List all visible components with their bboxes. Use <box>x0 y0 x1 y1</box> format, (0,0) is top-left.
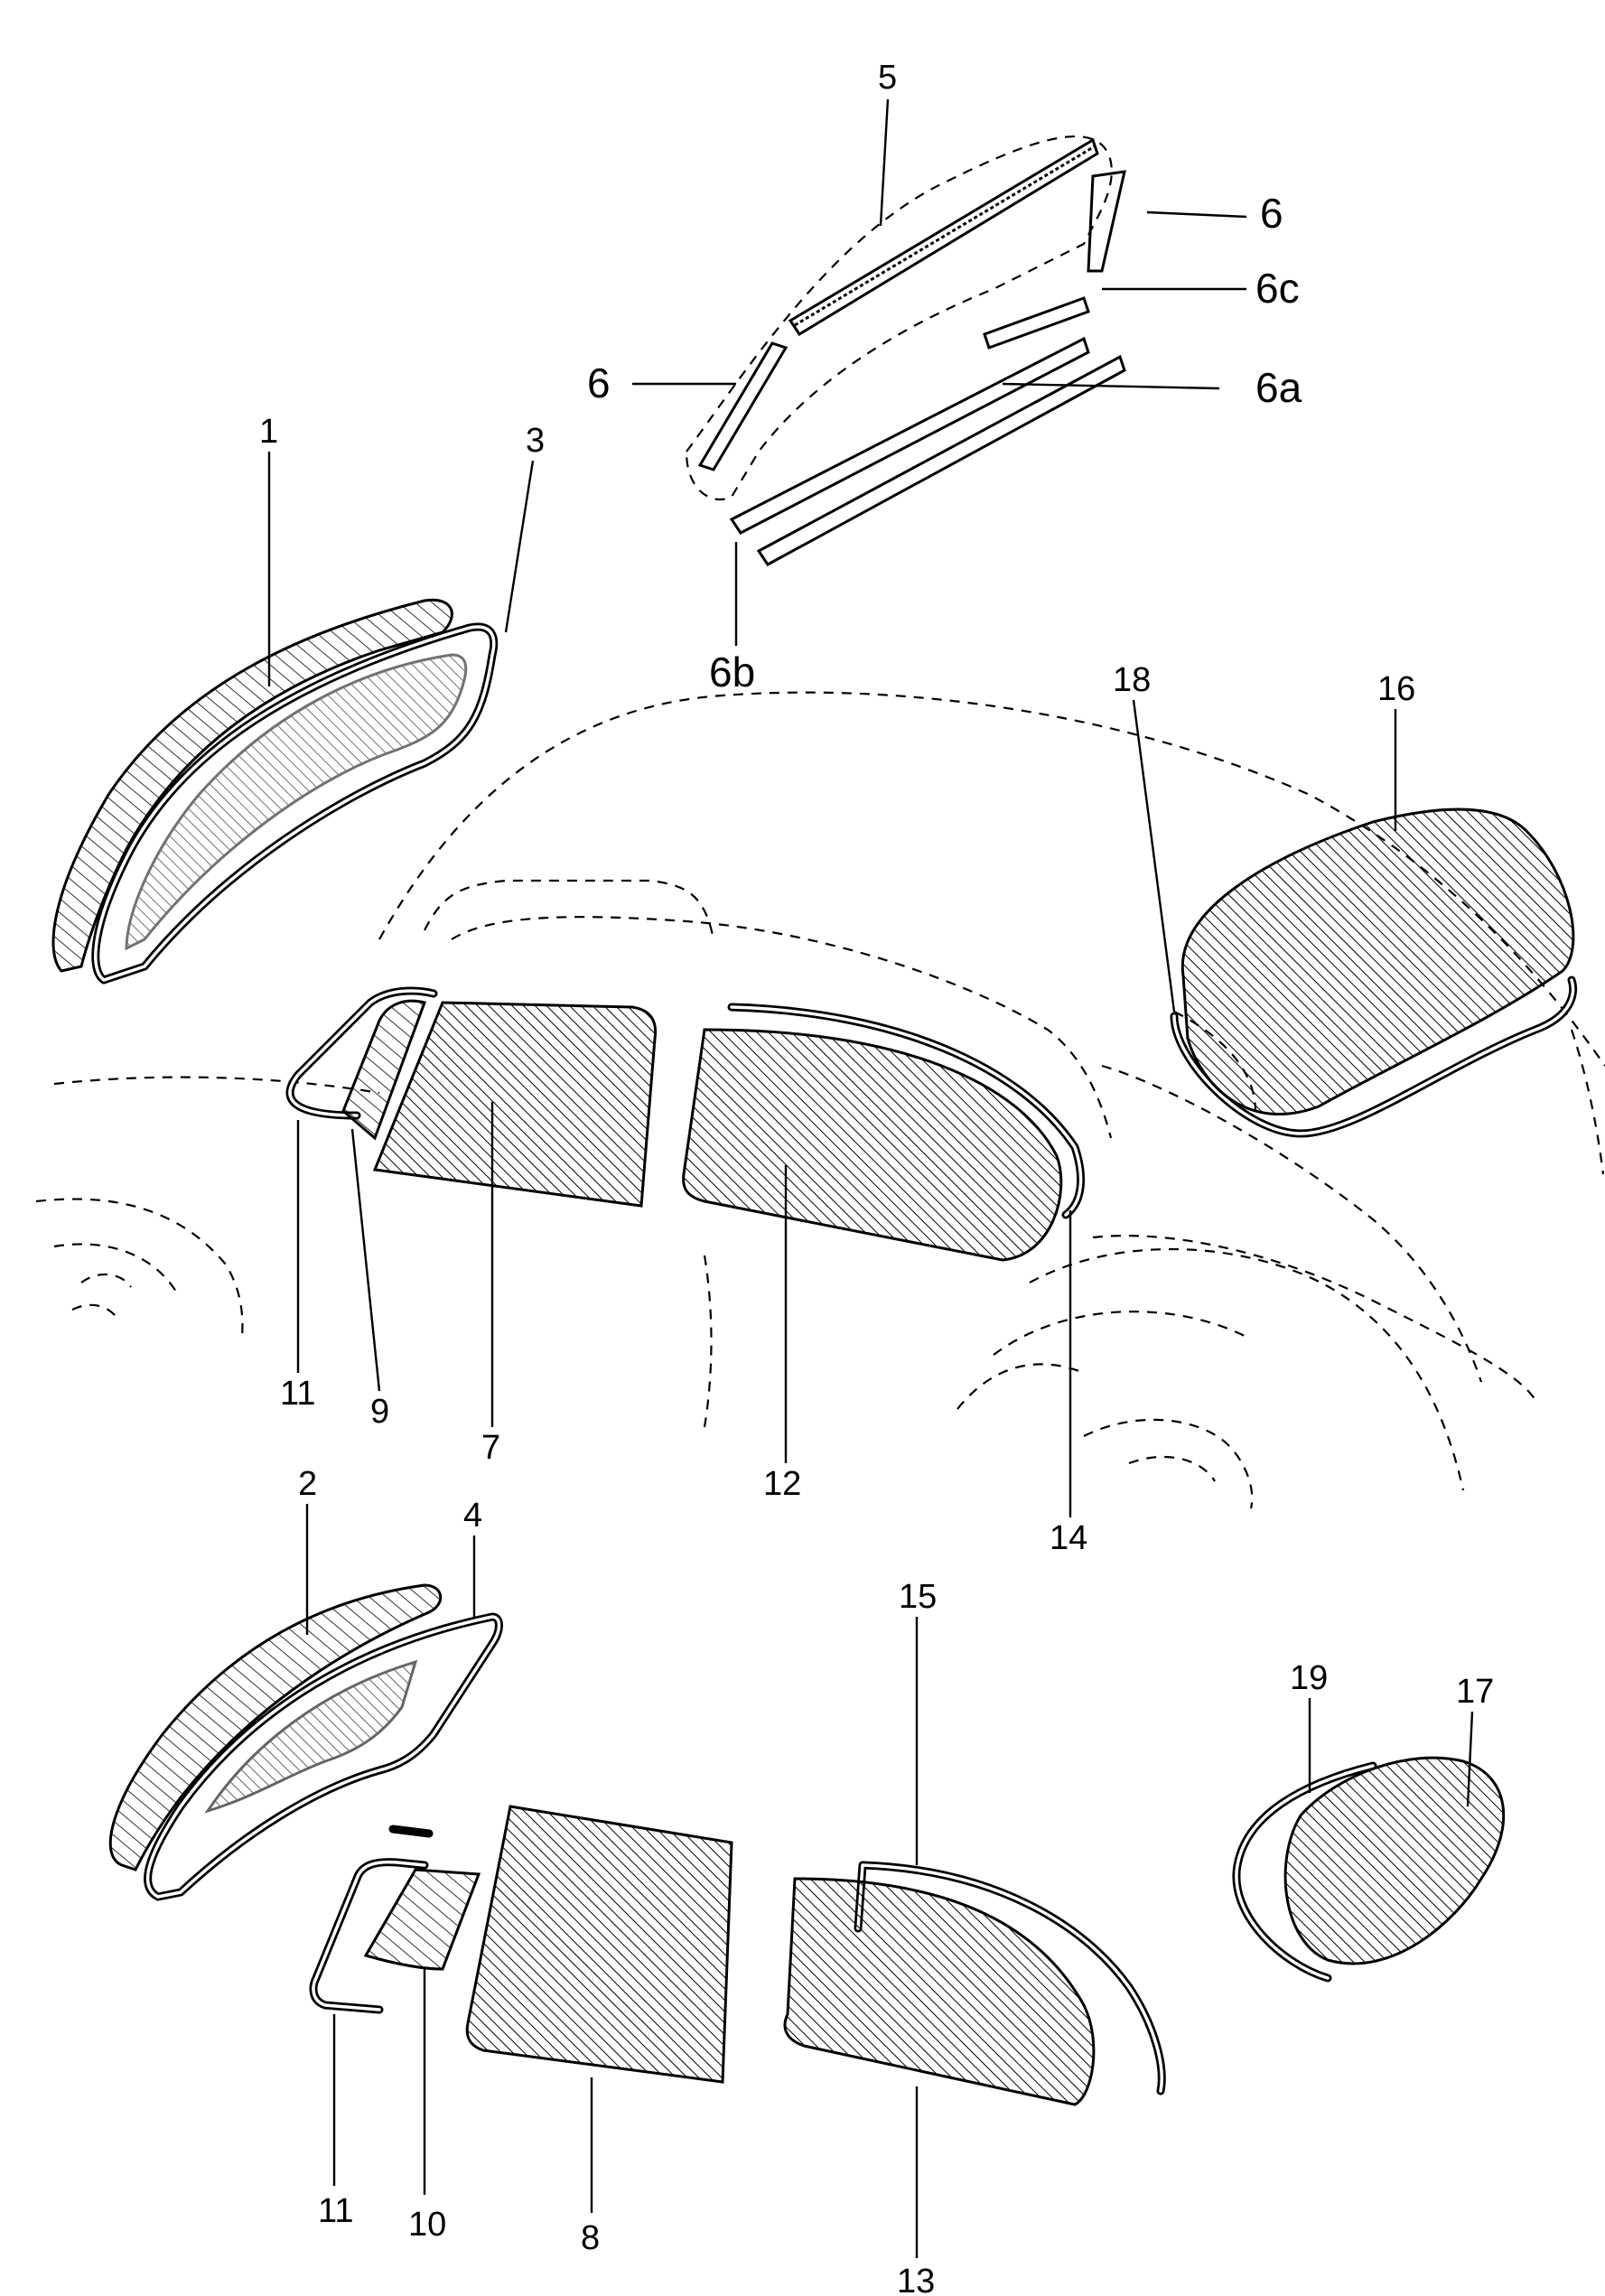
leader-lines <box>267 98 1474 2258</box>
door-window-glass <box>372 1001 658 1208</box>
callout-labels: 5 6 6c 6 6a 6b 1 3 18 16 11 9 7 12 14 2 … <box>259 59 1494 2296</box>
windshield-glass-2 <box>108 1583 442 1871</box>
callout-6-top: 6 <box>1260 190 1283 237</box>
windshield-glass <box>51 598 453 973</box>
quarter-glass-lower <box>783 1877 1096 2106</box>
callout-18: 18 <box>1113 661 1151 699</box>
callout-6c: 6c <box>1255 265 1300 312</box>
rear-window-glass-lower <box>1283 1756 1506 1965</box>
callout-7: 7 <box>481 1429 500 1467</box>
windshield-seal <box>91 622 499 985</box>
callout-5: 5 <box>878 59 897 97</box>
rear-window-seal-lower <box>1232 1761 1377 1983</box>
callout-8: 8 <box>581 2219 600 2257</box>
car-body-outline <box>35 691 1605 1509</box>
callout-19: 19 <box>1290 1659 1328 1697</box>
quarter-window-seal <box>727 1003 1086 1219</box>
callout-2: 2 <box>298 1465 317 1503</box>
callout-16: 16 <box>1377 670 1415 708</box>
callout-12: 12 <box>763 1465 801 1503</box>
callout-9: 9 <box>370 1393 389 1431</box>
roof-trim-group <box>685 135 1126 566</box>
rear-window-glass <box>1180 807 1575 1116</box>
vent-window-glass <box>341 999 426 1141</box>
vent-window-frame <box>285 986 438 1120</box>
vent-glass-lower <box>363 1868 481 1971</box>
quarter-seal-lower <box>854 1861 1166 2095</box>
windshield-seal-2 <box>144 1612 503 1901</box>
door-glass-lower <box>465 1805 733 2084</box>
callout-6b: 6b <box>709 649 755 695</box>
callout-15: 15 <box>899 1578 937 1616</box>
callout-3: 3 <box>526 422 545 460</box>
callout-10: 10 <box>408 2206 446 2244</box>
rear-window-seal <box>1170 975 1578 1138</box>
callout-14: 14 <box>1050 1519 1087 1557</box>
callout-11-lower: 11 <box>318 2192 353 2230</box>
callout-6-left: 6 <box>587 359 611 406</box>
callout-4: 4 <box>463 1497 482 1535</box>
callout-17: 17 <box>1456 1673 1494 1711</box>
callout-11-upper: 11 <box>280 1375 315 1413</box>
callout-13: 13 <box>897 2263 935 2296</box>
callout-6a: 6a <box>1255 364 1302 411</box>
vent-frame-lower <box>309 1825 434 2014</box>
callout-1: 1 <box>259 413 278 451</box>
quarter-window-glass <box>682 1028 1063 1262</box>
